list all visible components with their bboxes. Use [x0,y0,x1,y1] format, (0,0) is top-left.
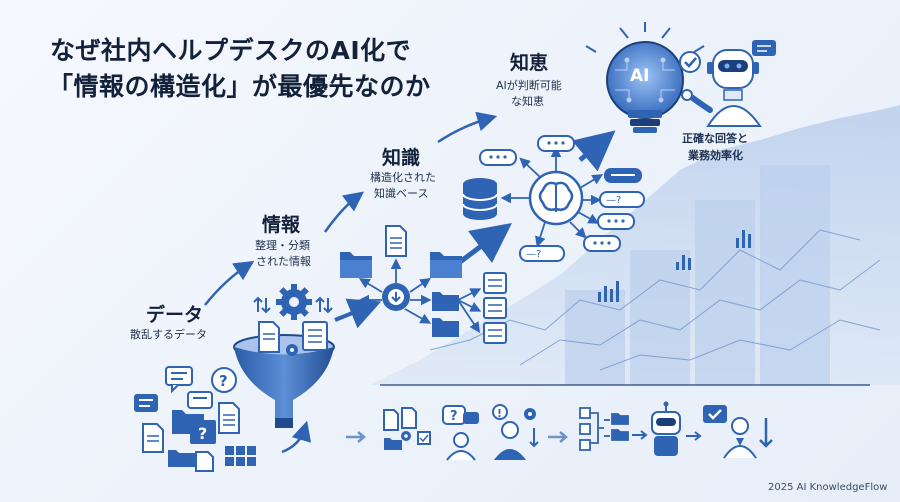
outcome-line-2: 業務効率化 [688,149,743,162]
stage-wisdom-sub-2: な知恵 [511,95,544,108]
checkmark-bubble-icon [679,51,701,73]
person-icon [723,417,757,459]
folder-icon [432,292,459,311]
document-icon [218,402,240,434]
arrow-icon [686,431,702,441]
arrow-data-to-info [204,260,255,306]
stage-info-sub-1: 整理・分類 [255,239,310,252]
document-icon [195,451,214,472]
gear-small-icon [286,344,298,356]
message-bubble-icon [537,135,575,152]
chat-bubble-icon [463,412,479,424]
folder-icon [430,252,462,278]
arrow-icon [346,431,366,443]
document-icon [258,321,280,353]
svg-text:?: ? [198,424,207,443]
svg-text:—?: —? [606,195,621,206]
checkmark-bubble-icon [703,405,727,423]
scattered-data-icons: ? ? [134,366,256,472]
hub-gear-icon [382,283,410,311]
person-icon [494,421,526,460]
arrow-icon [548,431,568,443]
stage-knowledge-sub-1: 構造化された [370,171,436,184]
list-doc-icon [483,272,507,294]
svg-text:?: ? [450,409,458,424]
robot-icon [681,49,762,127]
stage-wisdom-sub-1: AIが判断可能 [496,79,562,92]
stage-data-sub: 散乱するデータ [130,328,207,341]
svg-text:!: ! [497,407,502,420]
folder-icon [432,318,459,337]
arrow-info-to-knowledge [323,191,364,233]
lightbulb-icon [585,22,705,133]
stage-info-sub-2: された情報 [256,255,311,268]
document-icon [142,423,164,453]
message-bubble-icon: —? [599,191,645,208]
document-icon [385,225,407,257]
stage-knowledge-heading: 知識 [382,147,421,169]
svg-text:—?: —? [526,249,541,260]
stage-wisdom-heading: 知恵 [510,52,549,74]
grid-icon [225,446,256,466]
question-bubble-icon: ? [442,405,466,425]
question-bubble-icon: ? [211,367,237,393]
checklist-icon [302,321,328,351]
database-icon [462,178,498,220]
arrow-process-to-knowledge [458,223,512,264]
gear-icon [276,284,312,320]
robot-small-icon [651,401,681,456]
message-bubble-icon [479,149,517,166]
message-bubble-icon: —? [519,245,565,262]
person-icon [446,432,476,461]
chat-bubble-icon [752,40,776,56]
down-arrow-icon [529,428,539,448]
stage-data-heading: データ [146,304,204,326]
gear-icon [401,431,411,441]
bottom-flow: ? ! [346,401,773,461]
arrow-knowledge-to-wisdom [437,111,498,144]
info-cluster [340,225,507,344]
exclamation-icon: ! [492,404,508,420]
list-doc-icon [483,297,507,319]
tree-icon [579,407,629,451]
message-bubble-icon [604,168,642,183]
title-line-2: 「情報の構造化」が最優先なのか [48,72,431,101]
arrow-to-bulb [571,130,616,172]
mini-bar-chart-icon [598,230,751,302]
sort-arrows-icon [315,296,333,314]
outcome-line-1: 正確な回答と [682,132,748,145]
chat-bubble-icon [187,391,213,409]
folder-icon [384,438,402,450]
arrow-funnel-out [281,420,312,454]
brain-icon [528,170,584,226]
chat-bubble-icon [165,366,193,394]
footer-credit: 2025 AI KnowledgeFlow [768,482,888,493]
stage-knowledge-sub-2: 知識ベース [374,187,429,200]
document-icon [383,409,399,431]
question-document-icon: ? [190,420,216,444]
growth-bars-icon [565,165,830,385]
arrow-icon [632,430,648,440]
list-doc-icon [483,322,507,344]
stage-info-heading: 情報 [262,214,301,236]
message-bubble-icon [583,235,621,252]
sort-arrows-icon [253,296,271,314]
folder-icon [340,252,372,278]
down-arrow-icon [759,418,773,448]
checkbox-icon [417,431,431,445]
svg-text:?: ? [219,372,228,390]
chat-bubble-icon [134,394,158,412]
title-line-1: なぜ社内ヘルプデスクのAI化で [50,36,412,65]
document-icon [401,407,417,429]
bulb-ai-label: AI [630,66,650,86]
arrow-funnel-to-process [334,298,382,329]
knowledge-cluster: —? —? [462,135,645,262]
gear-icon [524,408,536,420]
message-bubble-icon [597,213,635,230]
folder-icon [168,450,195,467]
